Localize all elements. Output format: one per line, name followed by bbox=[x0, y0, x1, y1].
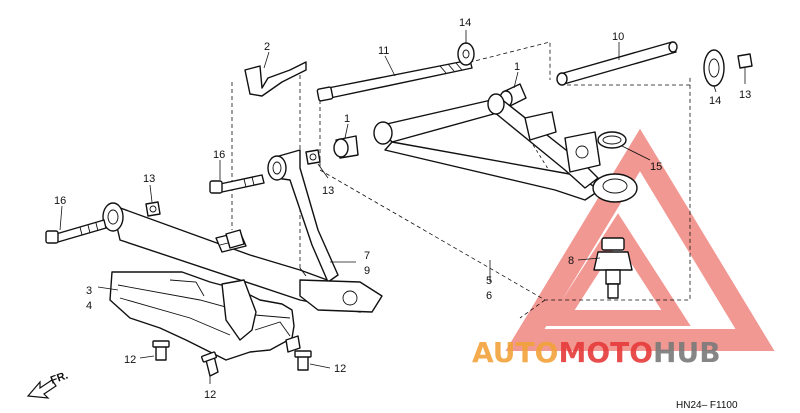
watermark-hub: HUB bbox=[653, 336, 721, 369]
callout-12-right: 12 bbox=[334, 363, 346, 375]
ball-joint bbox=[593, 237, 633, 299]
lower-arm bbox=[102, 61, 383, 313]
callout-14-top: 14 bbox=[459, 17, 471, 29]
figure-code: HN24– F1100 bbox=[676, 400, 738, 411]
callout-16-middle: 16 bbox=[213, 149, 225, 161]
callout-10: 10 bbox=[612, 31, 624, 43]
callout-15: 15 bbox=[650, 161, 662, 173]
front-arrow-icon bbox=[26, 379, 57, 399]
callouts: 2 11 14 10 1 1 14 13 15 16 13 13 16 7 9 … bbox=[54, 17, 751, 401]
leader-lines bbox=[59, 30, 746, 384]
callout-13-left: 13 bbox=[143, 173, 155, 185]
upper-arm bbox=[316, 42, 638, 299]
callout-9: 9 bbox=[364, 265, 370, 277]
front-direction-indicator: FR. bbox=[26, 369, 70, 399]
callout-13-right: 13 bbox=[739, 89, 751, 101]
watermark-moto: MOTO bbox=[558, 336, 653, 369]
skid-plate bbox=[109, 271, 301, 361]
watermark-auto: AUTO bbox=[472, 336, 558, 369]
callout-4: 4 bbox=[86, 300, 92, 312]
watermark-triangle-inner bbox=[545, 213, 691, 326]
callout-8: 8 bbox=[568, 255, 574, 267]
callout-16-left: 16 bbox=[54, 195, 66, 207]
watermark-triangle-outer bbox=[505, 128, 775, 351]
watermark-wordmark: AUTOMOTOHUB bbox=[472, 336, 721, 369]
callout-3: 3 bbox=[86, 285, 92, 297]
callout-11: 11 bbox=[378, 45, 389, 57]
callout-1-left: 1 bbox=[344, 113, 350, 125]
front-label: FR. bbox=[49, 369, 70, 386]
svg-text:AUTOMOTOHUB: AUTOMOTOHUB bbox=[472, 336, 721, 369]
callout-1-right: 1 bbox=[514, 61, 520, 73]
callout-2: 2 bbox=[264, 41, 270, 53]
callout-12-left: 12 bbox=[124, 354, 136, 366]
callout-7: 7 bbox=[364, 250, 370, 262]
callout-6: 6 bbox=[486, 290, 492, 302]
callout-14-right: 14 bbox=[709, 95, 721, 107]
fasteners bbox=[45, 149, 321, 377]
callout-13-middle: 13 bbox=[322, 185, 334, 197]
callout-5: 5 bbox=[486, 275, 492, 287]
callout-12-bottom: 12 bbox=[204, 389, 216, 401]
pivot-shaft bbox=[556, 41, 753, 87]
watermark-logo bbox=[505, 128, 775, 351]
